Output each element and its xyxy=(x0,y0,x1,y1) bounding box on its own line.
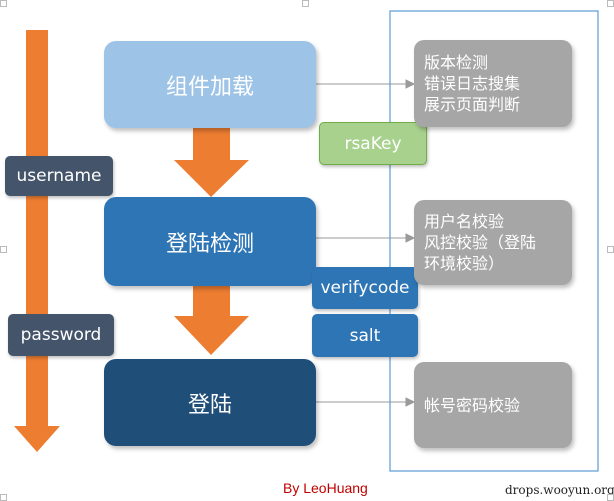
checks-box-2: 用户名校验 风控校验（登陆 环境校验） xyxy=(414,200,572,285)
check-item: 帐号密码校验 xyxy=(424,395,521,415)
salt-text: salt xyxy=(349,325,381,346)
step-component-load-text: 组件加载 xyxy=(165,74,254,100)
step-login-check-text: 登陆检测 xyxy=(165,231,254,257)
username-label: username xyxy=(5,156,113,196)
step-login: 登陆 xyxy=(104,359,316,446)
checks-frame xyxy=(389,10,599,472)
check-item: 版本检测 xyxy=(424,53,489,72)
resize-handle xyxy=(607,494,614,501)
check-item: 环境校验） xyxy=(424,254,505,273)
rsakey-text: rsaKey xyxy=(344,133,402,154)
checks-box-3: 帐号密码校验 xyxy=(414,362,572,448)
rsakey-tag: rsaKey xyxy=(319,122,427,165)
verifycode-text: verifycode xyxy=(320,278,410,298)
resize-handle xyxy=(0,246,7,253)
salt-tag: salt xyxy=(312,314,418,357)
check-item: 展示页面判断 xyxy=(424,95,521,114)
username-text: username xyxy=(16,166,102,186)
step-login-check: 登陆检测 xyxy=(104,197,316,286)
watermark: drops.wooyun.org xyxy=(505,483,614,497)
password-label: password xyxy=(8,314,114,356)
check-item: 风控校验（登陆 xyxy=(424,233,537,252)
check-item: 用户名校验 xyxy=(424,212,505,231)
step-component-load: 组件加载 xyxy=(104,41,316,128)
check-item: 错误日志搜集 xyxy=(424,74,521,93)
resize-handle xyxy=(302,0,309,7)
checks-box-1: 版本检测 错误日志搜集 展示页面判断 xyxy=(414,40,572,127)
step-login-text: 登陆 xyxy=(187,392,232,418)
resize-handle xyxy=(0,494,7,501)
down-arrow-1 xyxy=(174,128,249,197)
verifycode-tag: verifycode xyxy=(312,267,418,309)
resize-handle xyxy=(607,246,614,253)
author-credit: By LeoHuang xyxy=(283,480,368,496)
resize-handle xyxy=(607,0,614,7)
password-text: password xyxy=(20,325,102,345)
down-arrow-2 xyxy=(174,286,249,355)
resize-handle xyxy=(0,0,7,7)
